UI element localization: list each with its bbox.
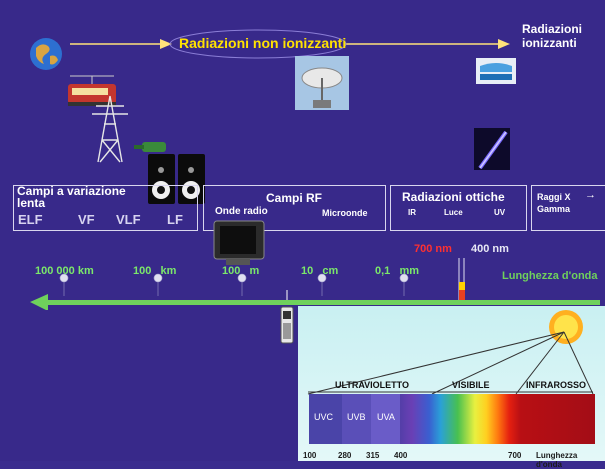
band-lf: LF [167,212,183,227]
tick-2-unit: km [160,265,177,277]
cellphone-icon [280,306,294,344]
xray-box-top [531,185,605,186]
wavelength-axis [30,258,600,310]
ionizing-title-line2: ionizzanti [522,36,577,50]
pin-4 [317,273,327,297]
optical-box [390,185,527,231]
optical-title: Radiazioni ottiche [402,190,505,204]
rf-box [203,185,386,231]
spectrum-rays [307,331,594,395]
uv-segment-uvb: UVB [347,412,366,422]
header-arrow [70,29,510,59]
tick-4-unit: cm [322,265,339,277]
train-icon [68,75,116,106]
slow-fields-title-line1: Campi a variazione [17,184,126,198]
tv-icon [213,220,265,265]
optical-uv: UV [494,208,506,217]
tick-2-value: 100 [133,265,152,277]
tanning-bed-icon [476,58,516,84]
globe-icon [30,38,62,70]
xray-title-line2: Gamma [537,204,571,214]
region-uv: ULTRAVIOLETTO [335,380,409,390]
uv-segment-uvc: UVC [314,412,334,422]
xray-arrow-icon: → [585,189,596,201]
power-pylon-icon [92,95,128,163]
band-vf: VF [78,212,95,227]
uv-lamp-icon [474,128,510,170]
spec-tick-400: 400 [394,451,408,460]
tick-2: 100 km [133,265,176,277]
xray-title: Raggi X Gamma [537,191,571,215]
spec-tick-280: 280 [338,451,352,460]
rf-title: Campi RF [266,191,323,205]
slow-fields-title: Campi a variazione lenta [17,185,126,209]
pin-3 [237,273,247,297]
pin-1 [59,273,69,297]
optical-box-top [390,185,527,186]
tick-4-value: 10 [301,265,314,277]
satellite-dish-icon [295,56,349,110]
marker-400nm: 400 nm [471,243,509,255]
speakers-icon [148,154,205,204]
band-elf: ELF [18,212,43,227]
rf-microwaves: Microonde [322,208,368,218]
slow-fields-box [13,185,198,231]
uv-segment-bar [309,394,400,444]
rf-box-top [203,185,386,186]
pin-2 [153,273,163,297]
tick-4: 10 cm [301,265,338,277]
tick-3-value: 100 [222,265,241,277]
tick-3-unit: m [249,265,260,277]
xray-title-line1: Raggi X [537,192,571,202]
spec-axis-label: Lunghezza d'onda [536,451,578,469]
uv-segment-uva: UVA [377,412,395,422]
region-ir: INFRAROSSO [526,380,587,390]
tick-1-unit: km [77,265,94,277]
xray-box [531,185,605,231]
band-vlf: VLF [116,212,141,227]
slow-fields-title-line2: lenta [17,196,46,210]
rf-radio-waves: Onde radio [215,206,268,217]
optical-light: Luce [444,208,463,217]
ionizing-title-line1: Radiazioni [522,22,583,36]
spec-tick-100: 100 [303,451,317,460]
spec-tick-315: 315 [366,451,380,460]
axis-label: Lunghezza d'onda [502,270,598,282]
phone-icon [134,142,166,152]
tick-3: 100 m [222,265,259,277]
marker-700nm: 700 nm [414,243,452,255]
slow-fields-box-top [13,185,198,186]
non-ionizing-title: Radiazioni non ionizzanti [179,35,347,51]
ionizing-title: Radiazioni ionizzanti [522,22,582,50]
spec-tick-700: 700 [508,451,522,460]
tick-5-value: 0,1 [375,265,391,277]
region-visible: VISIBILE [452,380,490,390]
optical-ir: IR [408,208,416,217]
pin-5 [399,273,409,297]
